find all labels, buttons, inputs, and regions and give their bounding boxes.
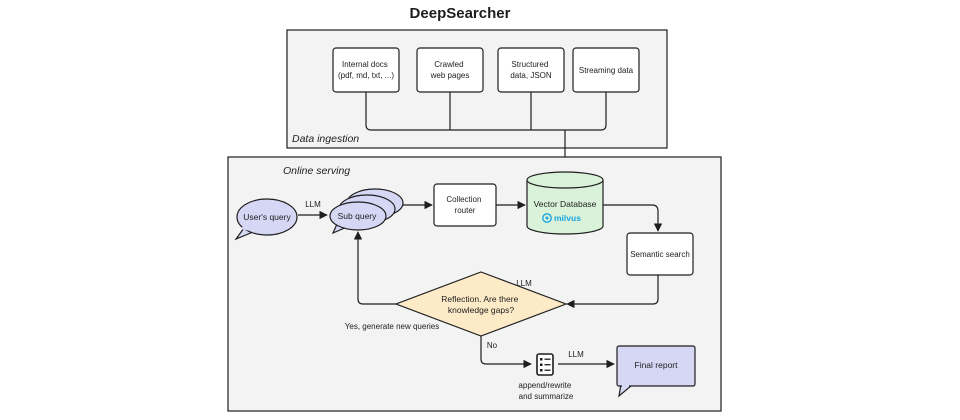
list-document-icon (536, 353, 554, 376)
users-query-bubble: User's query (234, 198, 298, 241)
router-line: Collection (446, 195, 481, 204)
vector-database: Vector Database milvus (526, 171, 604, 235)
online-serving-label: Online serving (283, 165, 350, 177)
collection-router-box: Collection router (433, 183, 497, 227)
sub-query-text: Sub query (338, 211, 377, 221)
router-line: router (455, 206, 476, 215)
source-line: Structured (511, 60, 548, 69)
milvus-logo: milvus (542, 213, 581, 223)
append-line: append/rewrite (518, 381, 571, 390)
source-line: (pdf, md, txt, ...) (338, 71, 394, 80)
vector-db-to-semantic-arrow (603, 204, 663, 232)
milvus-logo-text: milvus (554, 213, 581, 223)
source-line: data, JSON (510, 71, 552, 80)
svg-text:Reflection. Are there kn: Reflection. Are there knowledge gaps? (441, 294, 520, 315)
source-line: web pages (430, 71, 470, 80)
svg-text:Internal docs (pdf, md,: Internal docs (pdf, md, txt, ...) (338, 60, 394, 80)
reflection-line: knowledge gaps? (448, 305, 514, 315)
ingestion-connector (365, 92, 607, 131)
semantic-to-reflection-arrow (566, 275, 659, 309)
svg-text:Structured data, JSON: Structured data, JSON (510, 60, 552, 80)
svg-text:Streaming data: Streaming data (579, 66, 634, 75)
semantic-search-box: Semantic search (626, 232, 694, 276)
source-structured-data: Structured data, JSON (497, 47, 565, 93)
users-query-text: User's query (243, 212, 291, 222)
data-ingestion-label: Data ingestion (292, 133, 359, 145)
svg-text:Collection router: Collection router (446, 195, 483, 215)
source-internal-docs: Internal docs (pdf, md, txt, ...) (332, 47, 400, 93)
append-line: and summarize (519, 392, 574, 401)
source-crawled-pages: Crawled web pages (416, 47, 484, 93)
llm-label: LLM (516, 279, 532, 288)
source-line: Streaming data (579, 66, 634, 75)
source-line: Internal docs (342, 60, 388, 69)
source-streaming-data: Streaming data (572, 47, 640, 93)
yes-loop-arrow (353, 231, 396, 305)
svg-text:Crawled web pages: Crawled web pages (430, 60, 470, 80)
svg-text:append/rewrite and summari: append/rewrite and summarize (518, 381, 573, 401)
llm-label: LLM (568, 350, 584, 359)
final-report-box: Final report (616, 345, 696, 398)
diagram-title: DeepSearcher (410, 5, 511, 22)
no-branch-label: No (487, 341, 498, 350)
llm-label: LLM (305, 200, 321, 209)
no-branch-arrow (480, 336, 532, 369)
source-line: Crawled (434, 60, 463, 69)
yes-branch-label: Yes, generate new queries (345, 322, 439, 331)
reflection-line: Reflection. Are there (441, 294, 518, 304)
vector-db-text: Vector Database (534, 199, 597, 209)
semantic-search-text: Semantic search (630, 250, 690, 259)
sub-query-bubbles: Sub query (329, 188, 404, 235)
final-report-text: Final report (635, 360, 679, 370)
